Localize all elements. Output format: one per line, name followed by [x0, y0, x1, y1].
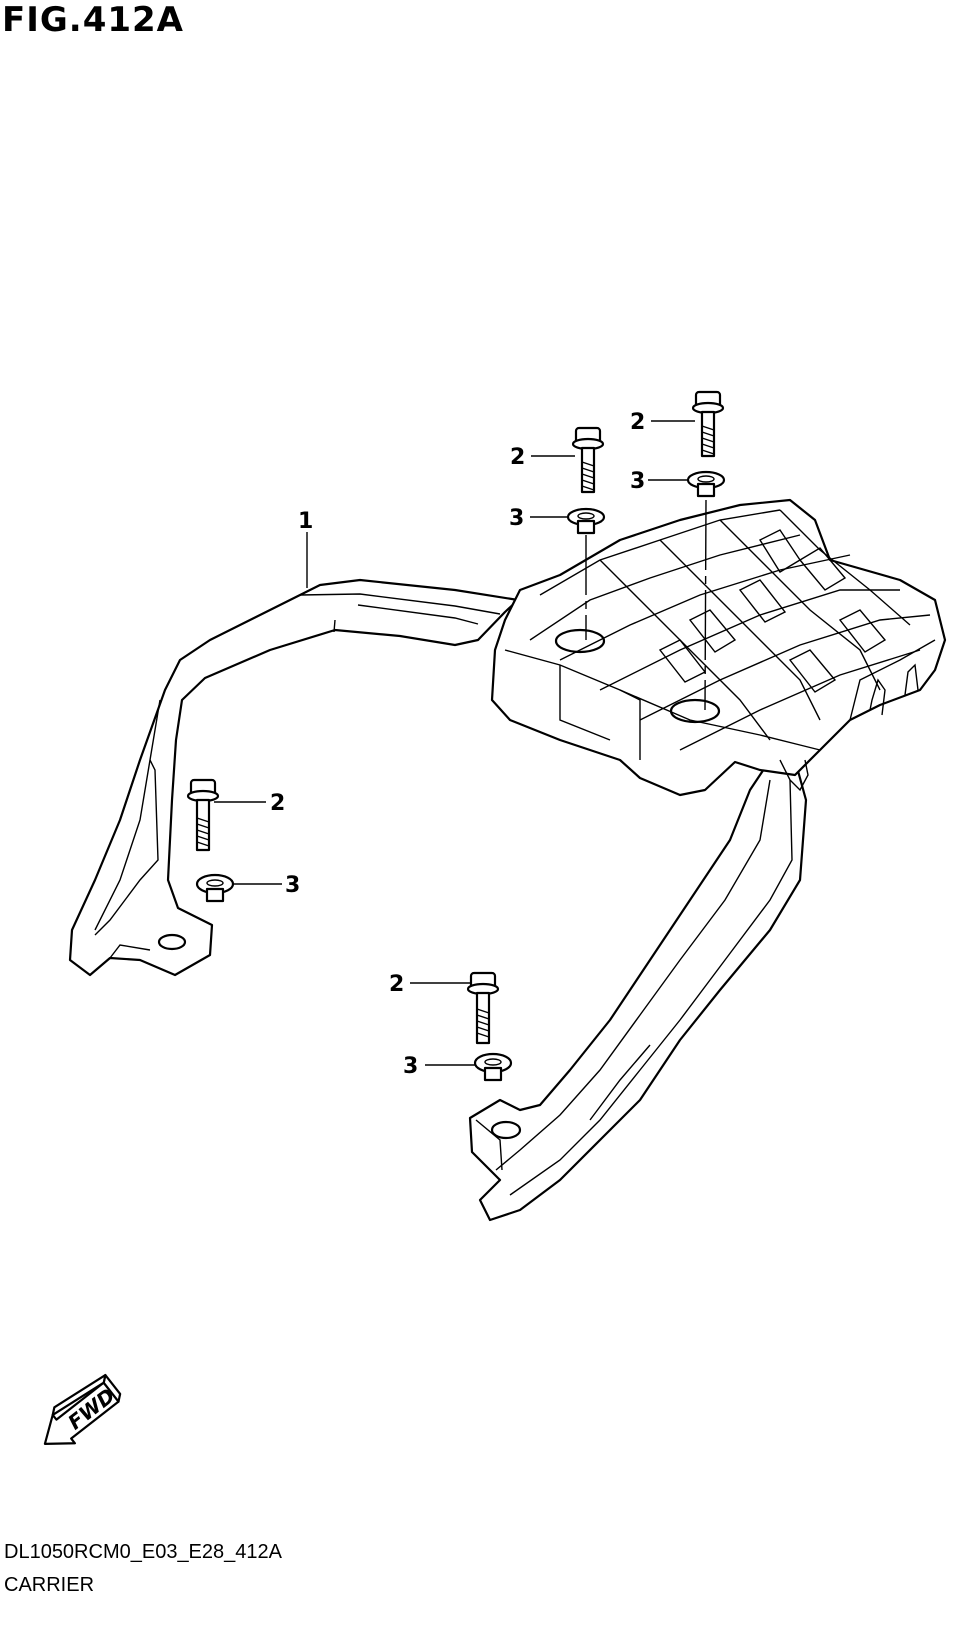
- callout-2-left: 2: [270, 791, 285, 816]
- callout-3-upper-left: 3: [509, 506, 524, 531]
- carrier-right-arm: [468, 758, 808, 1222]
- diagram-code: DL1050RCM0_E03_E28_412A: [4, 1541, 282, 1563]
- callout-3-upper-right: 3: [630, 469, 645, 494]
- carrier-left-arm: [68, 578, 520, 977]
- bolt-icon: [466, 971, 500, 1045]
- callout-2-lower: 2: [389, 972, 404, 997]
- carrier-platform: [490, 498, 947, 797]
- diagram-name: CARRIER: [4, 1574, 95, 1596]
- callout-2-upper-left: 2: [510, 445, 525, 470]
- callout-3-left: 3: [285, 873, 300, 898]
- callout-1: 1: [298, 509, 313, 534]
- bolt-icon: [571, 426, 605, 494]
- washer-icon: [195, 873, 235, 903]
- figure-title: FIG.412A: [2, 0, 184, 40]
- washer-icon: [566, 507, 606, 535]
- bolt-icon: [691, 390, 725, 458]
- callout-2-upper-right: 2: [630, 410, 645, 435]
- bolt-icon: [186, 778, 220, 852]
- washer-icon: [473, 1052, 513, 1082]
- washer-icon: [686, 470, 726, 498]
- fwd-arrow-icon: FWD: [43, 1373, 122, 1445]
- assembly-lines: [585, 499, 707, 711]
- callout-leaders: [214, 420, 695, 1066]
- callout-3-lower: 3: [403, 1054, 418, 1079]
